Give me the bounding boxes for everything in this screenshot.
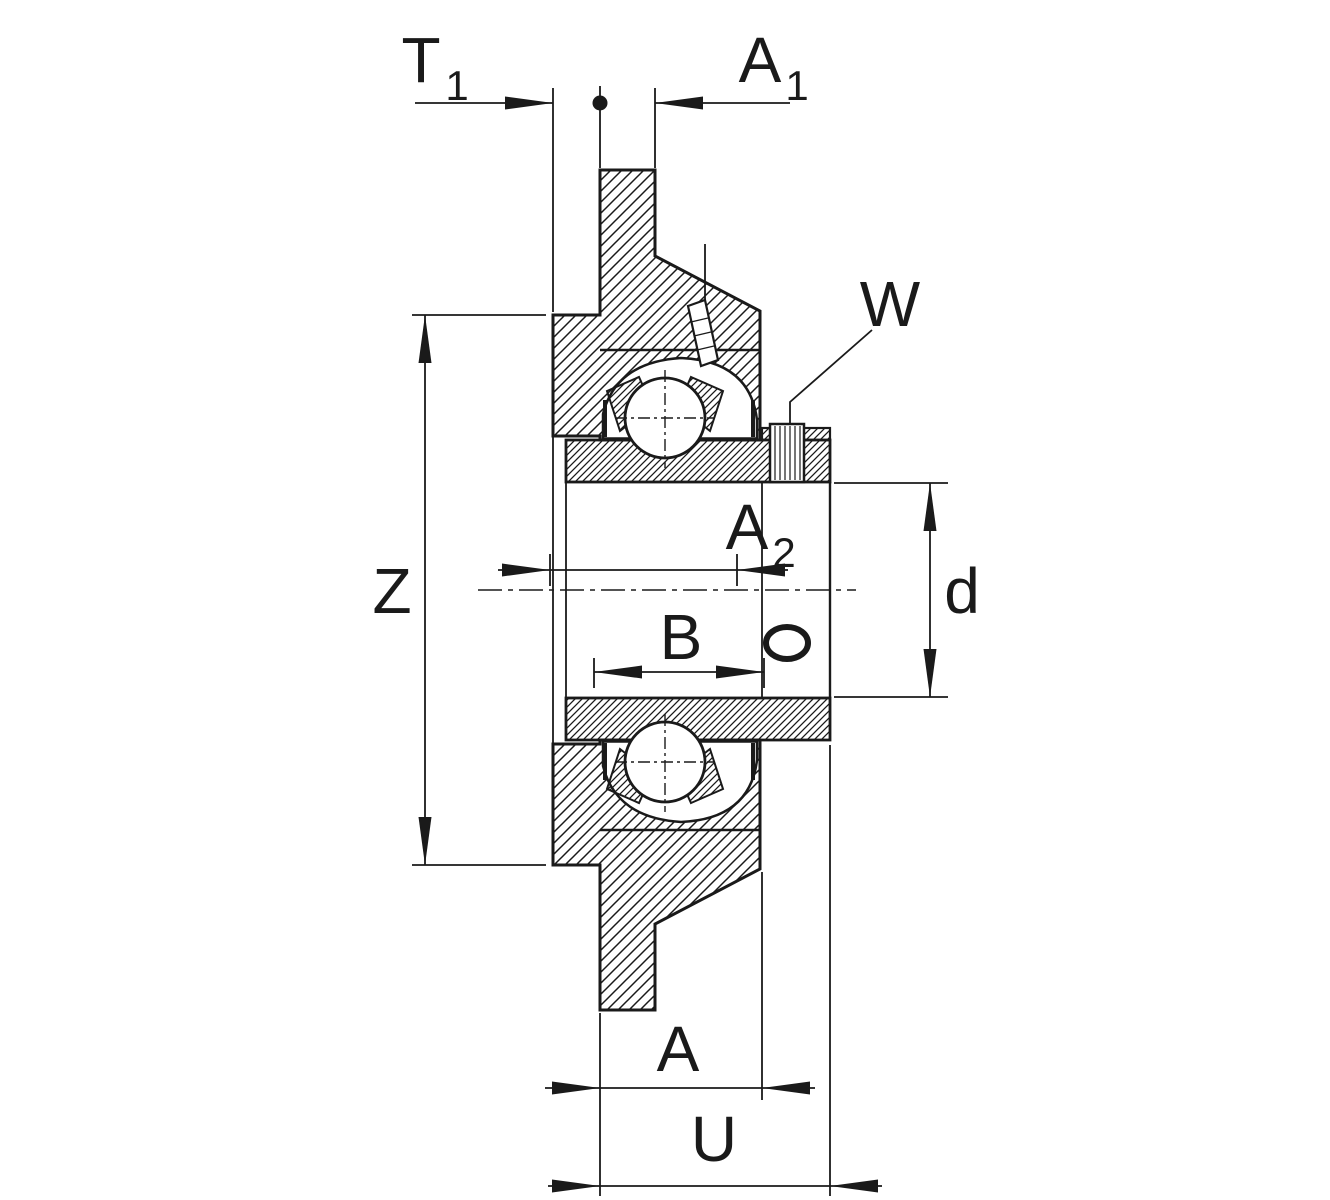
dim-d-arrow-bottom: [923, 649, 937, 697]
dim-a2-arrow-left: [502, 563, 550, 577]
dim-w-leader: [789, 329, 873, 424]
dim-label-a: A: [657, 1013, 700, 1085]
setscrew-hole: [763, 624, 811, 662]
dim-label-u: U: [691, 1103, 737, 1175]
dim-t1-arrow: [505, 96, 553, 110]
inner-ring: [552, 422, 832, 744]
dim-a2-arrow-right: [737, 563, 785, 577]
dim-label-t1: T: [401, 24, 440, 96]
dim-label-a2: A: [726, 491, 769, 563]
grease-plug: [686, 298, 720, 368]
dim-label-a1-sub: 1: [785, 62, 808, 109]
dim-z-arrow-bottom: [418, 817, 432, 865]
dim-z-arrow-top: [418, 315, 432, 363]
dim-label-a1: A: [739, 24, 782, 96]
dim-label-t1-sub: 1: [445, 62, 468, 109]
dim-a-arrow-right: [762, 1081, 810, 1095]
dim-a-arrow-left: [552, 1081, 600, 1095]
dimension-labels: T 1 A 1 W A 2 d Z B A U: [372, 24, 979, 1175]
dim-label-a2-sub: 2: [772, 529, 795, 576]
dim-label-w: W: [860, 268, 921, 340]
dim-d-arrow-top: [923, 483, 937, 531]
grease-plug-hatch: [690, 317, 709, 323]
grease-plug-hatch: [696, 345, 715, 351]
dim-b-arrow-left: [594, 665, 642, 679]
setscrew-thread-lines: [774, 426, 801, 480]
dim-label-d: d: [944, 555, 980, 627]
bearing-balls: [615, 370, 715, 812]
dimensions: [412, 86, 948, 1196]
dim-u-arrow-right: [830, 1179, 878, 1193]
grease-plug-hatch: [693, 331, 712, 337]
dim-b-arrow-right: [716, 665, 764, 679]
dim-label-b: B: [660, 601, 703, 673]
dim-label-z: Z: [372, 555, 411, 627]
inner-ring-bottom-band: [564, 696, 832, 742]
dim-u-arrow-left: [552, 1179, 600, 1193]
dim-a1-arrow: [655, 96, 703, 110]
setscrew: [768, 422, 806, 484]
